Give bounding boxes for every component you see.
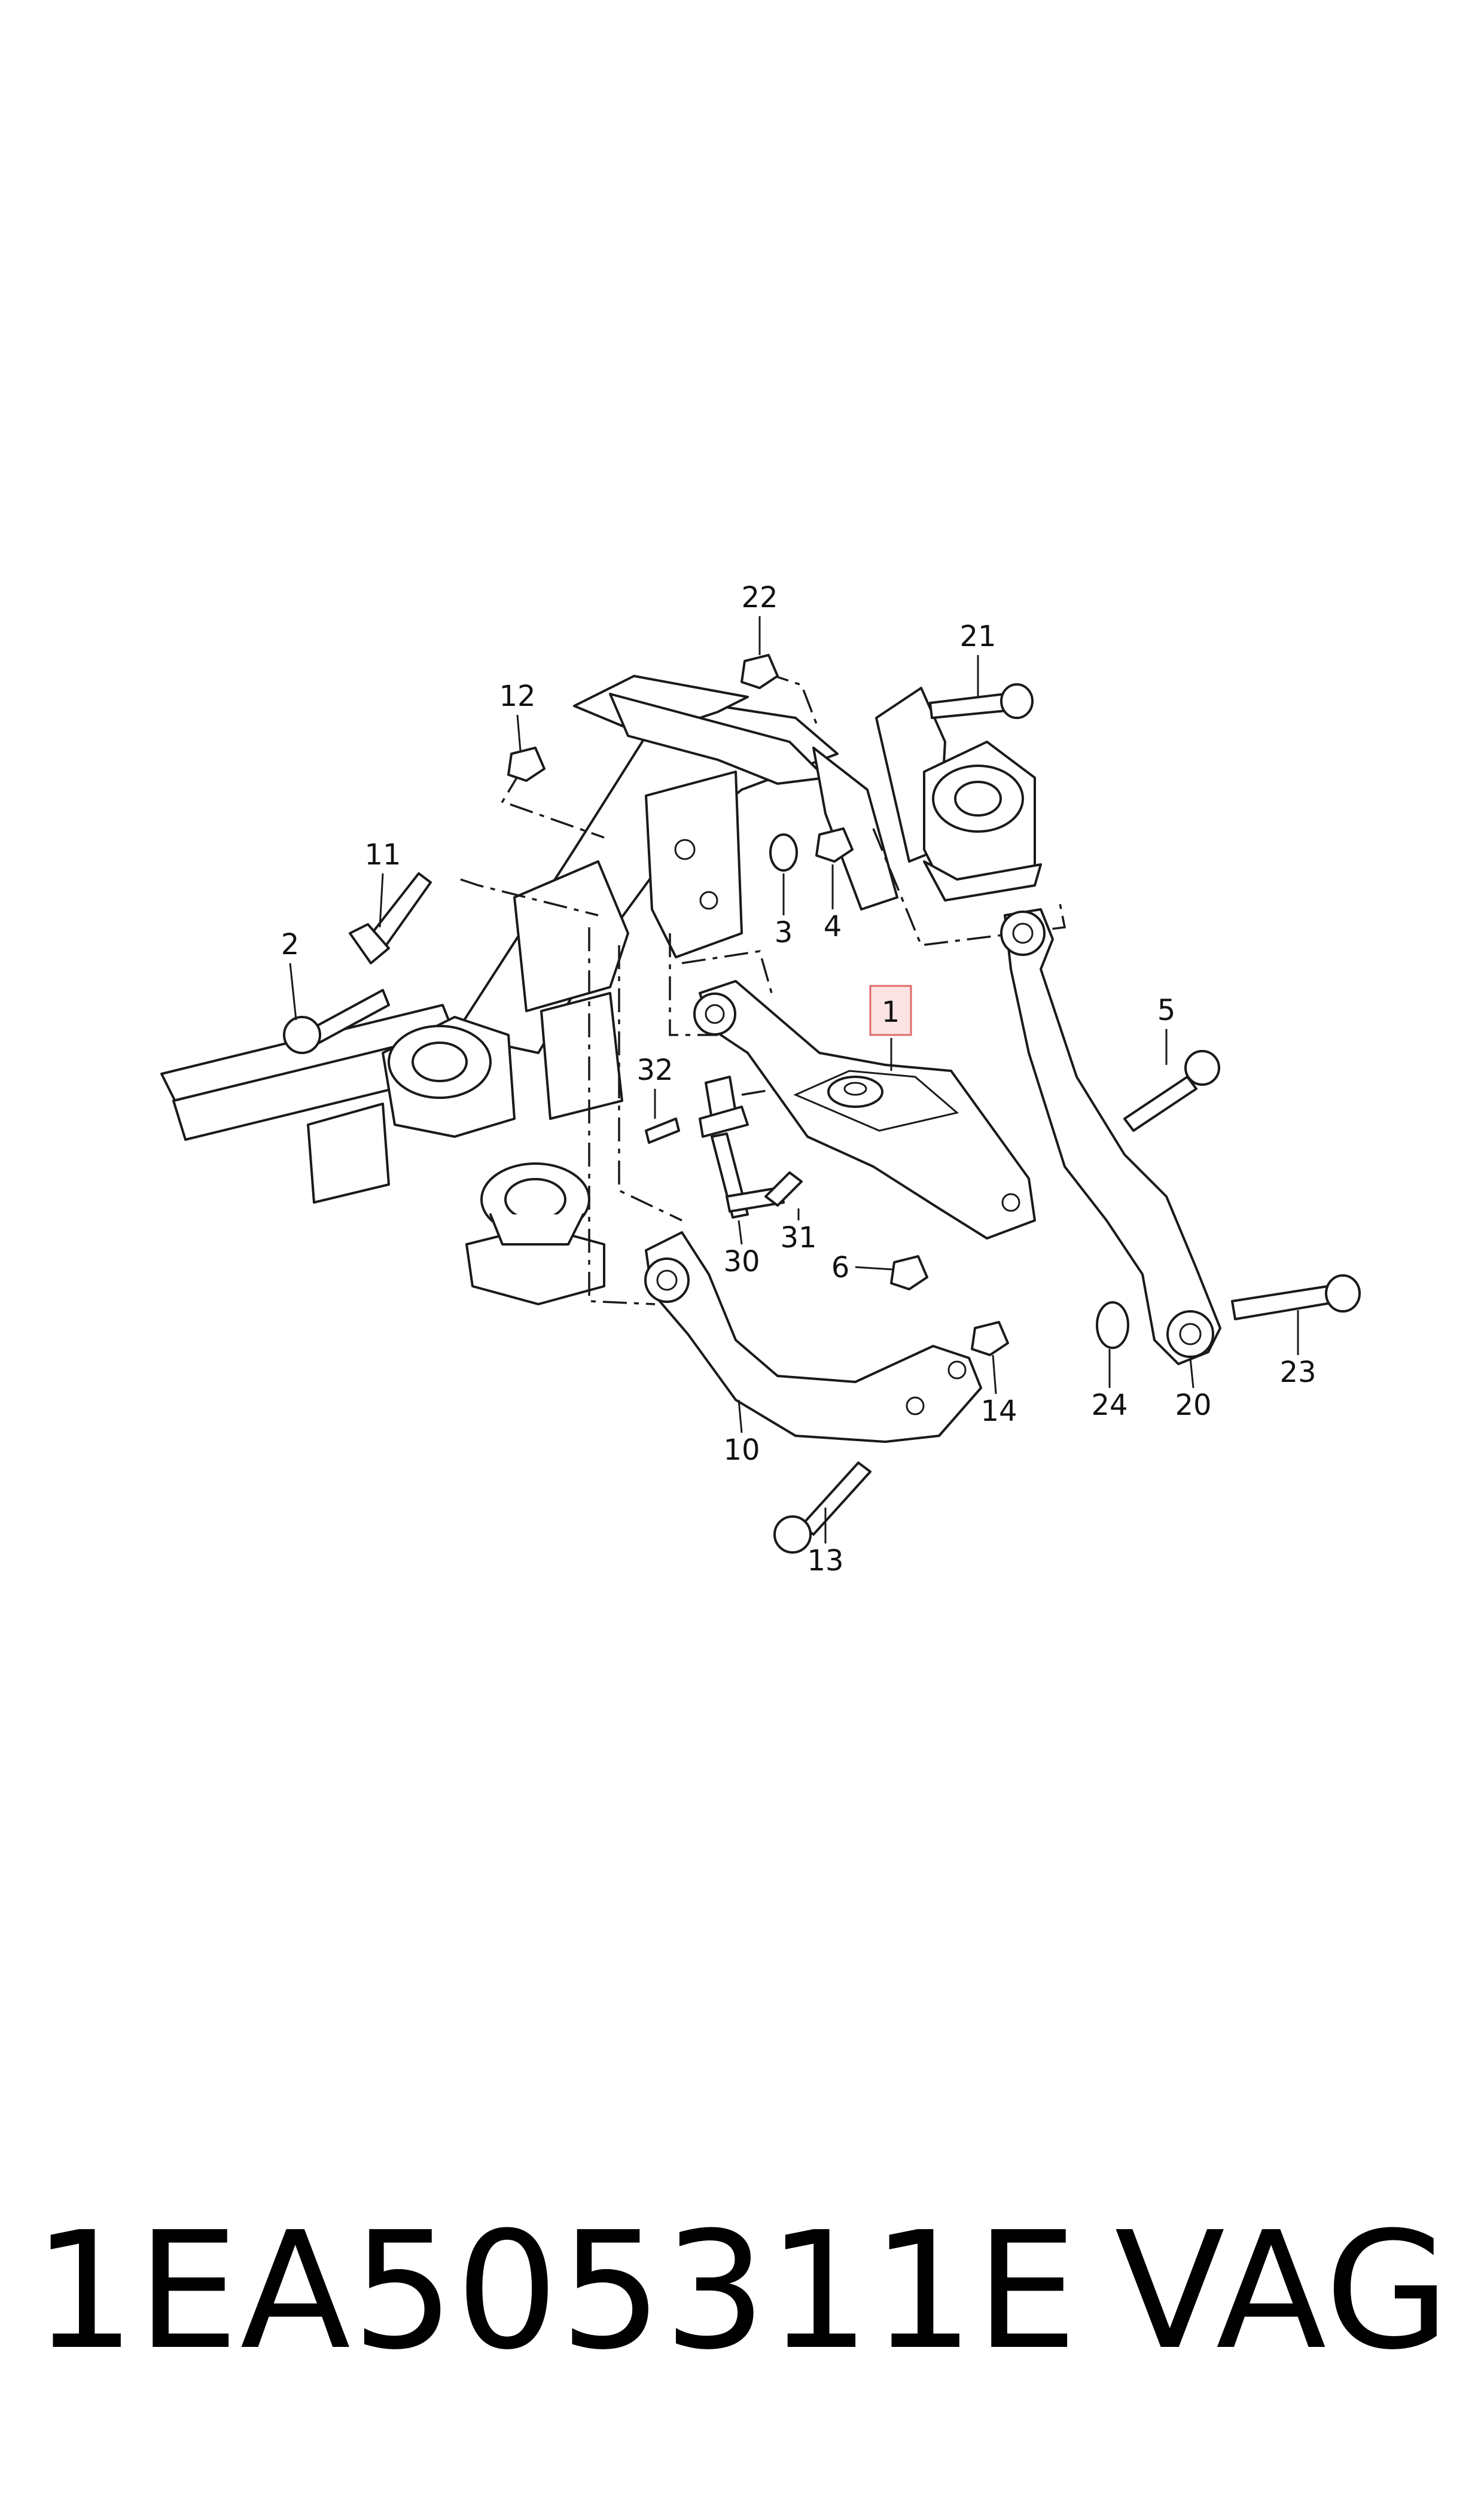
nut-14 [971,1321,1009,1356]
nut-4 [815,827,854,863]
callout-11: 11 [364,838,401,872]
brand-name: VAG [1114,2197,1451,2385]
bolt-2 [283,989,390,1054]
washer-24 [1096,1301,1129,1349]
trailing-link [1000,908,1221,1365]
bolt-21 [929,683,1034,719]
callout-20: 20 [1175,1389,1211,1422]
callout-31: 31 [780,1221,816,1255]
callout-23: 23 [1279,1356,1316,1389]
callout-12: 12 [499,680,535,713]
nut-22 [741,654,779,689]
callout-22: 22 [741,581,778,614]
highlight-box [869,985,912,1036]
body-mount-bushing [875,687,1042,902]
lower-control-arm [693,980,1036,1240]
bolt-13 [773,1462,871,1554]
callout-leaders [289,616,1299,1543]
washer-3 [769,833,798,872]
bolt-5 [1123,1050,1220,1132]
callout-32: 32 [636,1054,673,1087]
callout-10: 10 [723,1433,760,1467]
callout-24: 24 [1091,1389,1128,1422]
callout-5: 5 [1157,994,1176,1027]
callout-3: 3 [775,916,793,949]
bolt-31 [764,1171,803,1207]
callout-4: 4 [824,910,842,943]
callout-13: 13 [807,1544,843,1578]
upper-link [644,1231,982,1443]
callout-21: 21 [959,620,996,653]
callout-1: 1 [882,995,900,1029]
callout-6: 6 [831,1251,850,1284]
callout-2: 2 [281,928,300,961]
fasteners [283,654,1361,1554]
callout-30: 30 [723,1245,760,1278]
nut-6 [890,1255,928,1290]
callout-14: 14 [980,1395,1017,1428]
bolt-32 [645,1118,680,1144]
callout-labels: 1 2 3 4 5 6 10 11 12 13 14 20 21 22 23 2… [281,581,1317,1578]
rear-subframe [160,675,898,1305]
bolt-23 [1231,1274,1361,1320]
bolt-11 [349,872,432,964]
nut-12 [507,747,546,782]
part-number: 1EA505311E [33,2197,1079,2385]
